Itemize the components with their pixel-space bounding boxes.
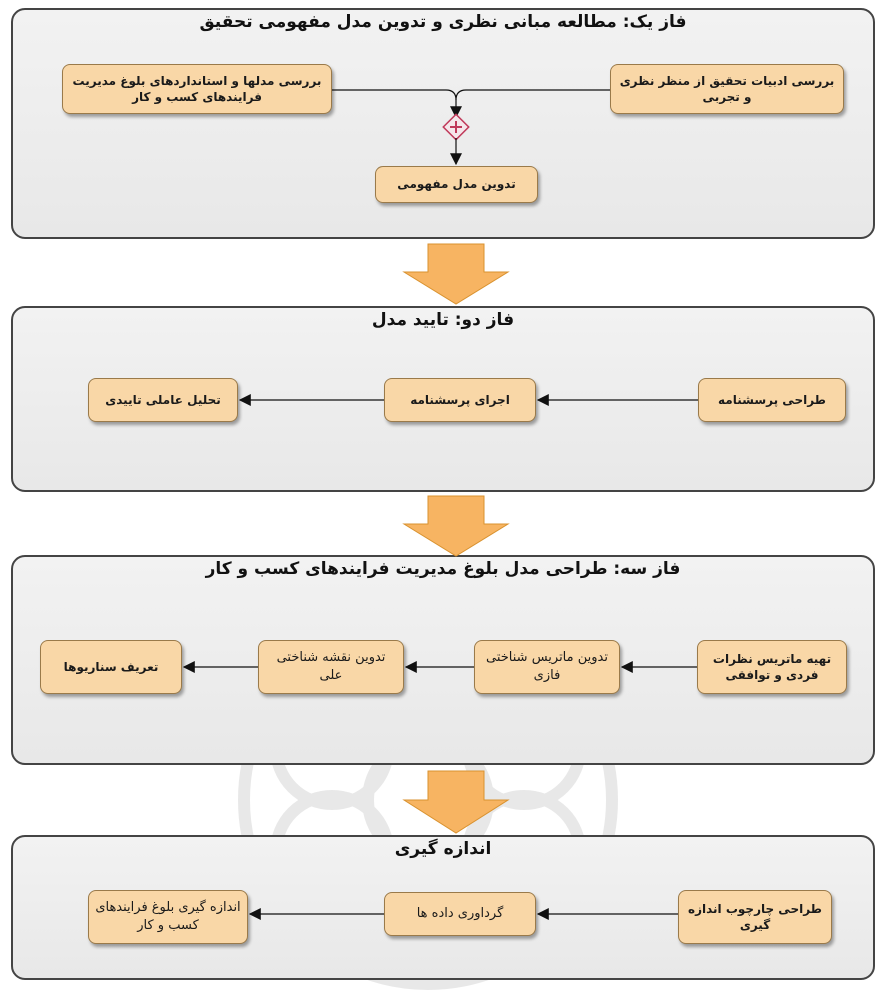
node-measure-bpm-maturity: اندازه گیری بلوغ فرایندهای کسب و کار xyxy=(88,890,248,944)
phase-two-title: فاز دو: تایید مدل xyxy=(371,310,515,330)
phase-three-title: فاز سه: طراحی مدل بلوغ مدیریت فرایندهای … xyxy=(205,559,681,579)
node-measurement-framework: طراحی چارچوب اندازه گیری xyxy=(678,890,832,944)
phase-four-title: اندازه گیری xyxy=(394,839,492,859)
phase-one-panel: فاز یک: مطالعه مبانی نظری و تدوین مدل مف… xyxy=(11,8,875,239)
node-data-collection: گرداوری داده ها xyxy=(384,892,536,936)
node-run-questionnaire: اجرای پرسشنامه xyxy=(384,378,536,422)
node-confirmatory-factor-analysis: تحلیل عاملی تاییدی xyxy=(88,378,238,422)
phase-one-title: فاز یک: مطالعه مبانی نظری و تدوین مدل مف… xyxy=(199,12,687,32)
node-fuzzy-cognitive-matrix: تدوین ماتریس شناختی فازی xyxy=(474,640,620,694)
node-causal-cognitive-map: تدوین نقشه شناختی علی xyxy=(258,640,404,694)
phase-transition-arrow-1 xyxy=(402,243,510,305)
phase-transition-arrow-2 xyxy=(402,495,510,557)
node-review-bpm-maturity-models: بررسی مدلها و استانداردهای بلوغ مدیریت ف… xyxy=(62,64,332,114)
node-review-literature: بررسی ادبیات تحقیق از منظر نظری و تجربی xyxy=(610,64,844,114)
node-define-scenarios: تعریف سناریوها xyxy=(40,640,182,694)
node-opinion-matrix: تهیه ماتریس نظرات فردی و توافقی xyxy=(697,640,847,694)
node-design-questionnaire: طراحی پرسشنامه xyxy=(698,378,846,422)
node-conceptual-model: تدوین مدل مفهومی xyxy=(375,166,538,203)
